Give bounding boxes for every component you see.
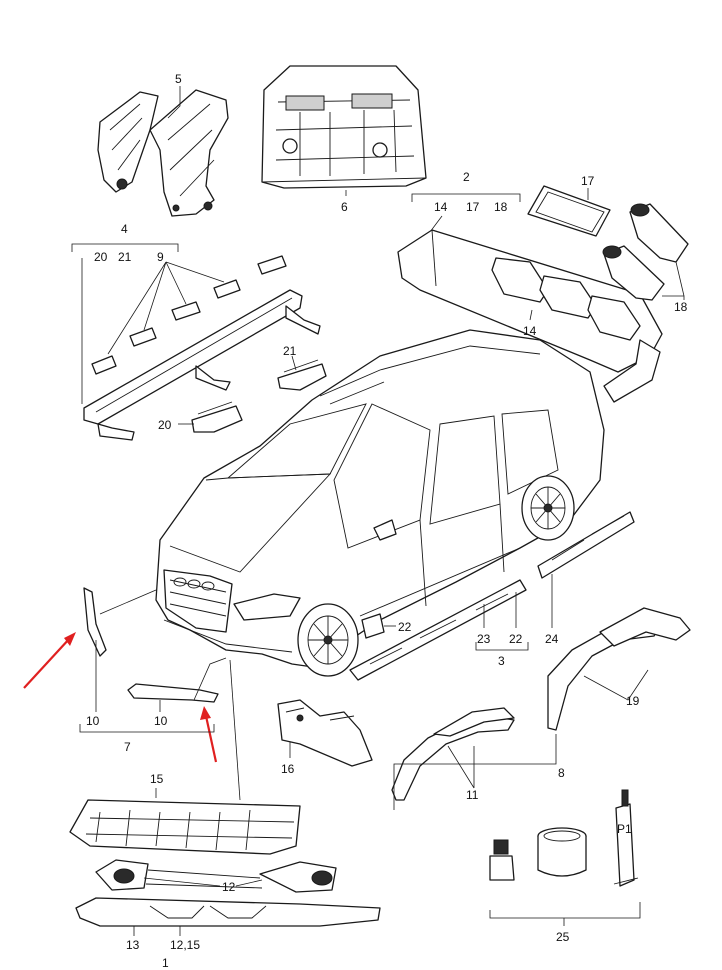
leader-5 [167,86,181,119]
callout-14-top: 14 [434,200,448,214]
wheel-arch-part-11 [391,707,515,801]
leader-grille-car [229,659,241,801]
leader-13 [133,926,181,936]
callout-6: 6 [341,200,348,214]
callout-17-top: 17 [466,200,480,214]
callout-24: 24 [545,632,559,646]
callout-12: 12 [222,880,236,894]
callout-10-right: 10 [154,714,168,728]
callout-18-top: 18 [494,200,508,214]
leader-10-strip [159,657,227,712]
callout-21-top: 21 [118,250,132,264]
bracket-7 [79,724,215,733]
rear-wheel [521,475,575,541]
lower-bumper-part-13 [75,897,381,927]
callout-5: 5 [175,72,182,86]
arrow-left [23,632,76,689]
callout-8: 8 [558,766,565,780]
lower-trim-part-10 [127,683,219,703]
callout-2: 2 [463,170,470,184]
callout-3: 3 [498,654,505,668]
callout-7: 7 [124,740,131,754]
tool-tray-part-6 [261,65,427,189]
grille-insert-part-15 [69,799,301,855]
door-trim-part-24 [537,511,635,579]
bracket-2 [411,193,521,202]
bracket-25 [489,902,641,926]
leader-18 [662,261,685,300]
callout-23: 23 [477,632,491,646]
callout-21: 21 [283,344,297,358]
bracket-3 [475,642,529,651]
callout-16: 16 [281,762,295,776]
car-body [155,329,605,669]
side-skirt-part-4 [83,289,321,441]
fog-light-cover-part-12 [95,859,337,893]
bracket-8 [393,734,557,810]
wheel-arch-part-19 [547,607,691,731]
callout-13: 13 [126,938,140,952]
callout-1: 1 [162,956,169,970]
wing-trim-part-22 [361,613,385,639]
trim-clips-part-9 [91,255,287,375]
callout-22-bottom: 22 [509,632,523,646]
callout-4: 4 [121,222,128,236]
panel-part-17 [527,185,611,237]
rear-diffuser-part-14 [397,229,663,403]
leader-12 [143,877,263,887]
leader-19 [583,669,649,701]
callout-17: 17 [581,174,595,188]
exhaust-tip-part-18 [602,203,689,301]
callout-20-top: 20 [94,250,108,264]
bracket-4 [71,243,179,252]
leader-9 [107,261,225,355]
leader-10-car [99,589,157,615]
front-wheel [297,603,359,677]
bracket-part-20 [191,401,243,433]
corner-trim-part-10 [83,587,107,657]
sealant-tube [613,789,639,887]
leader-14-top [429,215,443,233]
callout-12-15: 12,15 [170,938,201,952]
callout-18: 18 [674,300,688,314]
mudflap-part-16 [277,699,373,767]
callout-19: 19 [626,694,640,708]
callout-20: 20 [158,418,172,432]
callout-P1: P1 [617,822,632,836]
hinge-bracket-part-5 [97,89,229,217]
adhesive-tub [537,827,587,877]
leader-14-bottom [529,309,533,321]
callout-15: 15 [150,772,164,786]
callout-10-left: 10 [86,714,100,728]
callout-22: 22 [398,620,412,634]
bracket-part-21 [277,359,327,391]
callout-9: 9 [157,250,164,264]
callout-25: 25 [556,930,570,944]
callout-14: 14 [523,324,537,338]
leader-21 [291,355,297,371]
paint-bottle [489,839,515,881]
callout-11: 11 [466,788,479,802]
leader-11 [447,745,475,789]
door-trim-part-23 [349,579,527,681]
arrow-right [200,706,218,763]
